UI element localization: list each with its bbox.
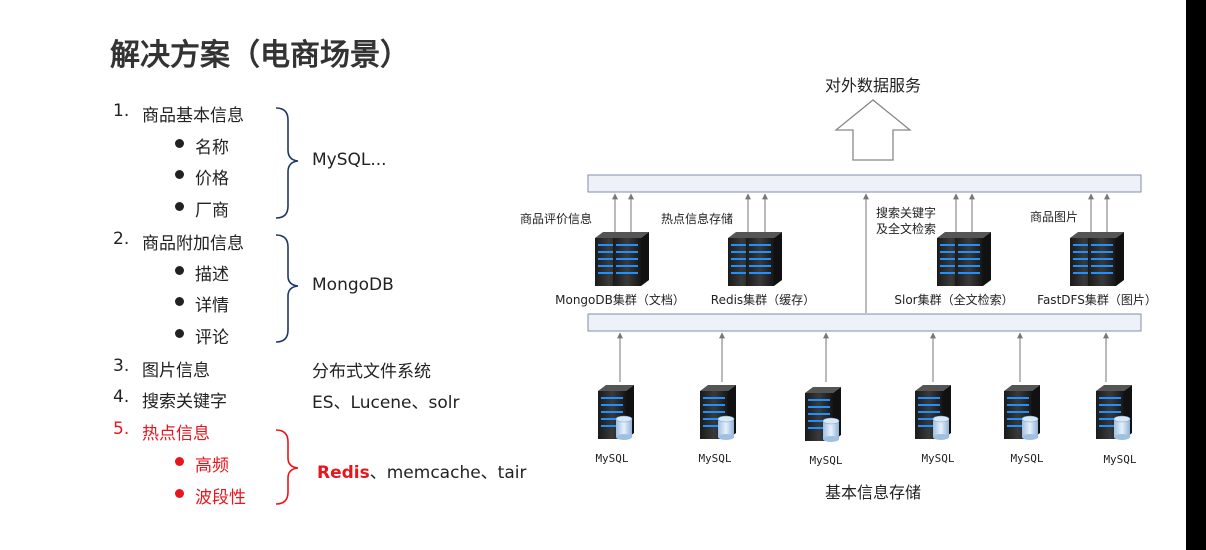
- fastdfs-cluster-icon: [1070, 232, 1124, 286]
- braces-layer: [275, 107, 299, 505]
- item-4-number: 4.: [113, 387, 130, 407]
- page-title: 解决方案（电商场景）: [110, 38, 410, 73]
- item-1-number: 1.: [113, 101, 130, 121]
- cluster-2-annotation: 热点信息存储: [661, 211, 733, 226]
- cluster-1-name: MongoDB集群（文档）: [555, 292, 685, 307]
- item-5-number: 5.: [113, 419, 130, 439]
- architecture-diagram: 对外数据服务 商品评价信息 热点信息存储 搜索关键字 及全文检索 商品图片 Mo…: [520, 76, 1157, 502]
- brace-3-icon: [275, 429, 299, 505]
- external-service-label: 对外数据服务: [825, 76, 921, 95]
- cluster-1-annotation: 商品评价信息: [520, 211, 592, 226]
- cluster-4-annotation: 商品图片: [1030, 209, 1078, 224]
- mysql-server-icon: [805, 387, 841, 442]
- item-2-tech: MongoDB: [312, 275, 394, 295]
- mysql-server-icon: [598, 385, 634, 440]
- item-3-number: 3.: [113, 356, 130, 376]
- mysql-server-icon: [1004, 385, 1040, 440]
- cluster-3-name: Slor集群（全文检索）: [894, 292, 1013, 307]
- bullet-icon: [175, 266, 184, 275]
- cluster-4-name: FastDFS集群（图片）: [1037, 292, 1157, 307]
- item-1-sub-3: 厂商: [195, 201, 229, 221]
- mongodb-cluster-icon: [595, 232, 649, 286]
- item-1-label: 商品基本信息: [142, 106, 244, 126]
- item-3-tech: 分布式文件系统: [312, 362, 431, 382]
- bullet-icon: [175, 489, 184, 498]
- item-2-sub-2: 详情: [195, 296, 229, 316]
- cluster-2-name: Redis集群（缓存）: [711, 292, 815, 307]
- brace-2-icon: [275, 234, 299, 343]
- bullet-icon: [175, 329, 184, 338]
- cluster-3-annotation-line-2: 及全文检索: [876, 221, 936, 236]
- item-1-sub-2: 价格: [195, 169, 229, 189]
- mysql-server-icon: [700, 385, 736, 440]
- mysql-label: MySQL: [921, 452, 954, 465]
- bullet-icon: [175, 202, 184, 211]
- item-5-tech-rest: 、memcache、tair: [369, 463, 527, 483]
- item-2-sub-3: 评论: [195, 328, 229, 348]
- right-edge-strip: [1186, 0, 1206, 550]
- item-5-label: 热点信息: [142, 424, 210, 444]
- item-2-sub-1: 描述: [195, 265, 229, 285]
- item-1-tech: MySQL...: [312, 150, 387, 170]
- item-4-label: 搜索关键字: [142, 392, 227, 412]
- service-bar: [587, 174, 1142, 193]
- item-3-label: 图片信息: [142, 361, 210, 381]
- item-1-sub-1: 名称: [195, 138, 229, 158]
- bullet-icon: [175, 297, 184, 306]
- mysql-label: MySQL: [698, 452, 731, 465]
- mysql-server-icon: [1096, 385, 1132, 440]
- brace-1-icon: [275, 107, 299, 219]
- item-5-sub-1: 高频: [195, 456, 229, 476]
- storage-bar: [587, 313, 1142, 332]
- mysql-label: MySQL: [1010, 452, 1043, 465]
- item-2-number: 2.: [113, 229, 130, 249]
- item-4-tech: ES、Lucene、solr: [312, 393, 460, 413]
- cluster-3-annotation-line-1: 搜索关键字: [876, 205, 936, 220]
- item-5-sub-2: 波段性: [195, 488, 246, 508]
- mysql-label: MySQL: [809, 454, 842, 467]
- item-5-tech: Redis、memcache、tair: [317, 458, 526, 483]
- mysql-label: MySQL: [595, 452, 628, 465]
- mysql-label: MySQL: [1103, 453, 1136, 466]
- bullet-icon: [175, 170, 184, 179]
- item-5-tech-highlight: Redis: [317, 463, 370, 483]
- solr-cluster-icon: [937, 232, 991, 286]
- basic-storage-label: 基本信息存储: [825, 483, 921, 502]
- redis-cluster-icon: [728, 232, 782, 286]
- bullet-icon: [175, 457, 184, 466]
- bullet-icon: [175, 139, 184, 148]
- up-arrow-icon: [834, 99, 912, 161]
- mysql-server-icon: [915, 385, 951, 440]
- item-2-label: 商品附加信息: [142, 234, 244, 254]
